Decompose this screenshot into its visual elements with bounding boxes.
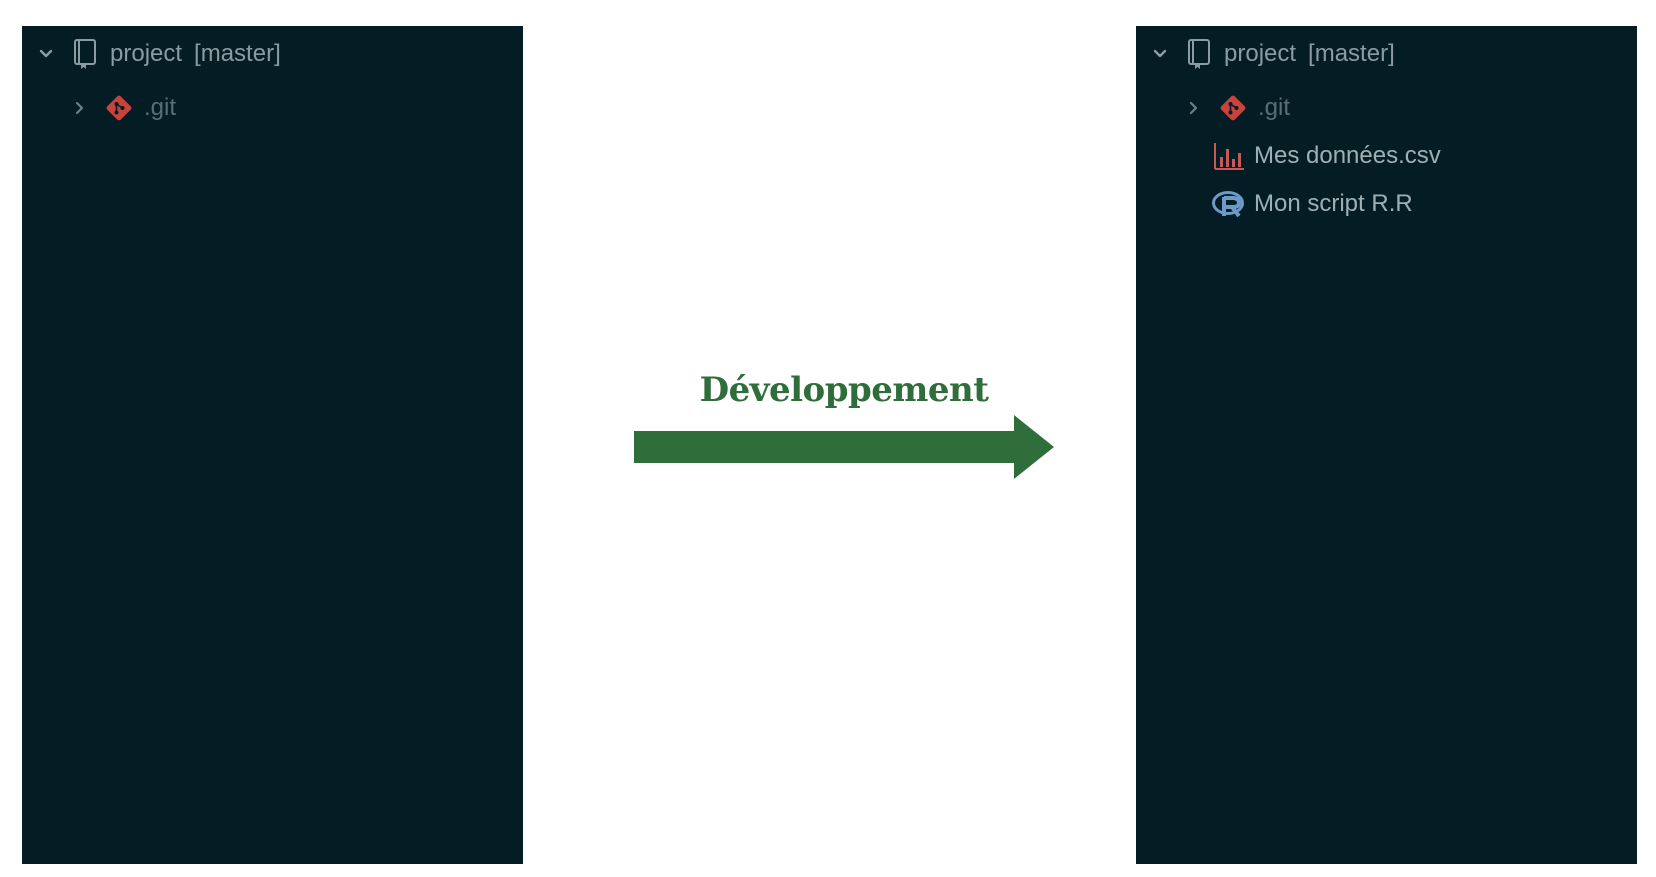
chevron-down-icon[interactable] <box>1148 42 1172 66</box>
tree-item-label: .git <box>144 94 177 121</box>
file-tree-panel-before: project [master] .git <box>22 26 523 864</box>
git-icon <box>1216 91 1250 125</box>
chevron-right-icon[interactable] <box>1182 96 1206 120</box>
chart-icon <box>1212 139 1246 173</box>
arrow-label: Développement <box>699 370 989 410</box>
branch-label: [master] <box>1308 40 1395 67</box>
development-arrow: Développement <box>634 370 1054 480</box>
tree-root-project[interactable]: project [master] <box>1148 34 1395 74</box>
tree-item-label: Mes données.csv <box>1254 142 1441 169</box>
tree-item-label: Mon script R.R <box>1254 190 1413 217</box>
repository-icon <box>1182 37 1216 71</box>
project-name: project <box>1224 40 1297 67</box>
branch-label: [master] <box>194 40 281 67</box>
tree-item-git[interactable]: .git <box>1182 88 1290 128</box>
tree-item-label: .git <box>1258 94 1291 121</box>
file-tree-panel-after: project [master] .git <box>1136 26 1637 864</box>
arrow-right-icon <box>634 415 1054 479</box>
tree-item-r-script[interactable]: Mon script R.R <box>1212 184 1413 224</box>
git-icon <box>102 91 136 125</box>
tree-root-project[interactable]: project [master] <box>34 34 281 74</box>
chevron-down-icon[interactable] <box>34 42 58 66</box>
r-icon <box>1212 187 1246 221</box>
repository-icon <box>68 37 102 71</box>
tree-item-csv-file[interactable]: Mes données.csv <box>1212 136 1441 176</box>
tree-item-git[interactable]: .git <box>68 88 176 128</box>
chevron-right-icon[interactable] <box>68 96 92 120</box>
project-name: project <box>110 40 183 67</box>
